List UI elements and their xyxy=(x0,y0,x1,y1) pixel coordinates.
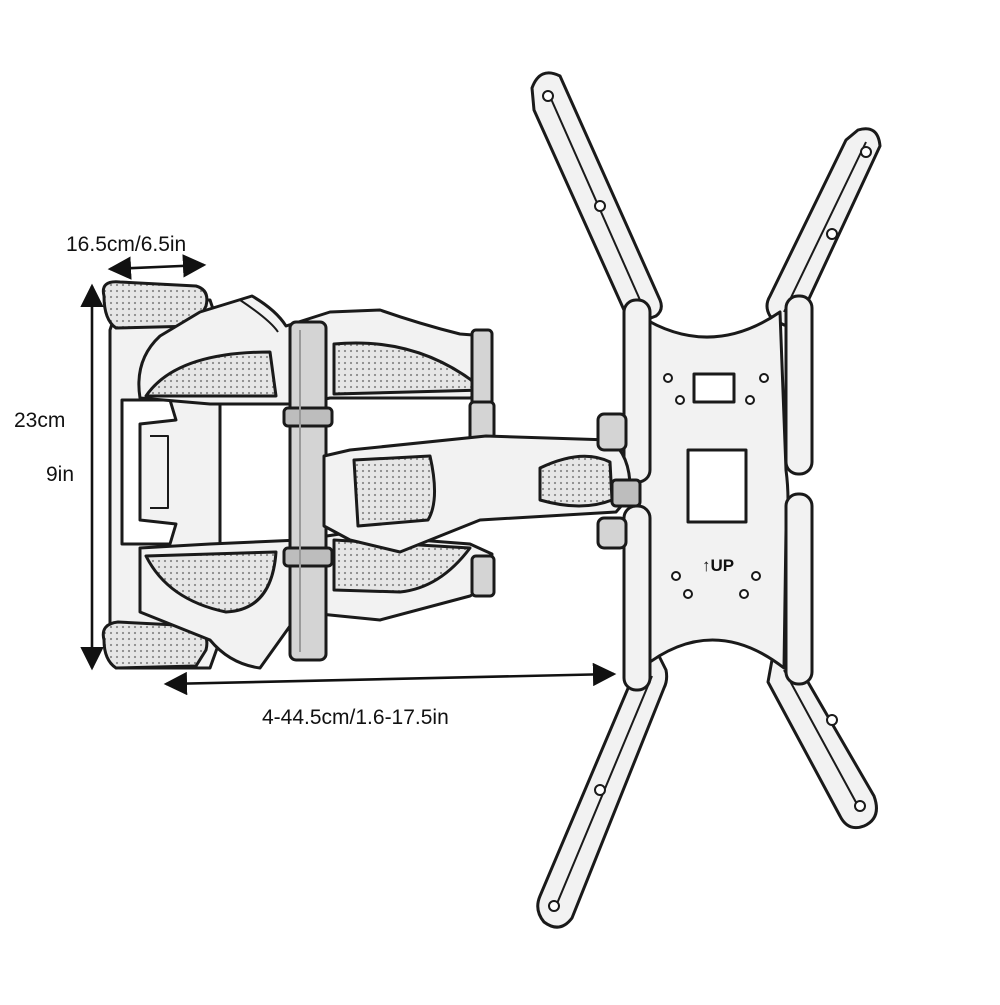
label-plate-depth: 16.5cm/6.5in xyxy=(66,233,187,256)
label-extension: 4-44.5cm/1.6-17.5in xyxy=(262,706,449,729)
arrow-depth-plate xyxy=(107,254,207,280)
front-extension-arm xyxy=(322,412,642,554)
rear-pivot-posts xyxy=(468,328,496,598)
vesa-plate xyxy=(530,71,882,929)
extension-texture-b xyxy=(538,454,614,508)
vesa-rail-left-upper xyxy=(622,298,652,484)
vesa-arm-upper-right xyxy=(765,127,882,328)
wall-bumper-top xyxy=(101,280,209,330)
label-height-in: 9in xyxy=(46,463,75,486)
label-height-cm: 23cm xyxy=(14,409,66,432)
extension-texture-a xyxy=(352,454,437,528)
dimension-arrows xyxy=(80,254,617,696)
vesa-rail-left-lower xyxy=(622,504,652,692)
vesa-rail-right-upper xyxy=(784,294,814,476)
lower-arm-texture-right xyxy=(332,538,472,594)
label-up-marker: ↑UP xyxy=(702,556,735,575)
vesa-slot-window xyxy=(686,448,748,524)
arrow-extension xyxy=(163,662,617,696)
vesa-slot-upper xyxy=(692,372,736,404)
lower-arm-texture-left xyxy=(144,550,278,614)
vesa-rail-right-lower xyxy=(784,492,814,686)
upper-arm-texture-left xyxy=(144,350,278,398)
tilt-head xyxy=(596,412,628,452)
vesa-arm-upper-left xyxy=(530,71,663,324)
